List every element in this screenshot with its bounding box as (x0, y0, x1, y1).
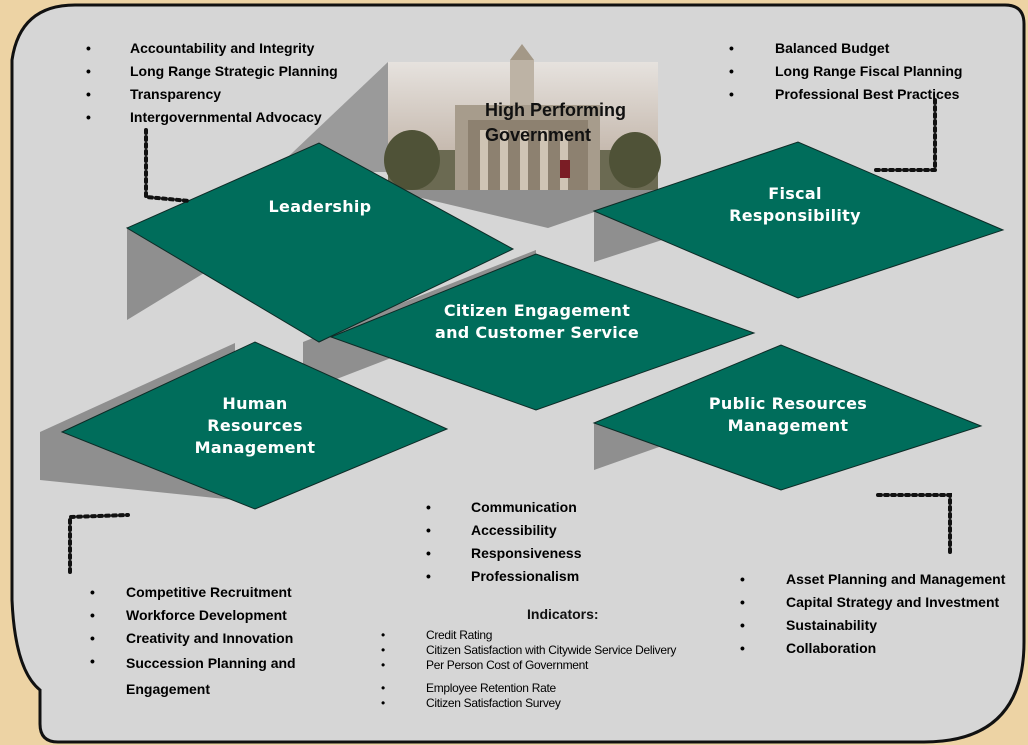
list-item: •Asset Planning and Management (740, 571, 1006, 587)
hr-label: Human Resources Management (194, 394, 316, 457)
list-item: •Collaboration (740, 640, 877, 656)
citizen-diamond (329, 253, 756, 411)
citizen-list: •Communication •Accessibility •Responsiv… (426, 496, 582, 588)
list-item: •Competitive Recruitment (90, 584, 292, 600)
fiscal-diamond (592, 141, 1005, 299)
citizen-label: Citizen Engagement and Customer Service (434, 301, 639, 342)
list-item: •Creativity and Innovation (90, 630, 294, 646)
list-item: •Workforce Development (90, 607, 287, 623)
list-item: •Transparency (86, 86, 222, 102)
list-item: •Professional Best Practices (729, 86, 960, 102)
list-item: •Credit Rating (381, 628, 493, 642)
leadership-connector (144, 128, 192, 203)
list-item: •Intergovernmental Advocacy (86, 109, 322, 125)
list-item: •Citizen Satisfaction Survey (381, 696, 561, 710)
list-item: •Balanced Budget (729, 40, 890, 56)
list-item: •Professionalism (426, 568, 580, 584)
indicators-heading: Indicators: (527, 606, 599, 622)
list-item: •Sustainability (740, 617, 878, 633)
fiscal-connector (874, 98, 937, 172)
public-list: •Asset Planning and Management •Capital … (740, 568, 1005, 660)
list-item: •Accountability and Integrity (86, 40, 315, 56)
public-label: Public Resources Management (708, 394, 868, 435)
photo-shadow (388, 190, 658, 228)
leadership-diamond (125, 142, 515, 343)
list-item: •Long Range Fiscal Planning (729, 63, 963, 79)
list-item: •Communication (426, 499, 577, 515)
fiscal-list: •Balanced Budget •Long Range Fiscal Plan… (729, 37, 962, 106)
center-title: High Performing Government (485, 100, 627, 145)
list-item: •Citizen Satisfaction with Citywide Serv… (381, 643, 677, 657)
hr-diamond (60, 341, 449, 510)
city-hall-photo (272, 44, 661, 190)
leadership-list: •Accountability and Integrity •Long Rang… (86, 37, 338, 129)
list-item: •Long Range Strategic Planning (86, 63, 338, 79)
leadership-label: Leadership (268, 197, 372, 216)
hr-connector (68, 513, 130, 574)
list-item: •Capital Strategy and Investment (740, 594, 1000, 610)
list-item: •Employee Retention Rate (381, 681, 556, 695)
list-item: •Succession Planning and Engagement (90, 653, 296, 697)
list-item: •Accessibility (426, 522, 557, 538)
hr-list: •Competitive Recruitment •Workforce Deve… (90, 581, 310, 702)
list-item: •Per Person Cost of Government (381, 658, 589, 672)
public-connector (876, 493, 952, 554)
list-item: •Responsiveness (426, 545, 582, 561)
public-diamond (592, 344, 983, 491)
fiscal-label: Fiscal Responsibility (729, 184, 861, 225)
indicators-list: •Credit Rating •Citizen Satisfaction wit… (381, 628, 676, 711)
